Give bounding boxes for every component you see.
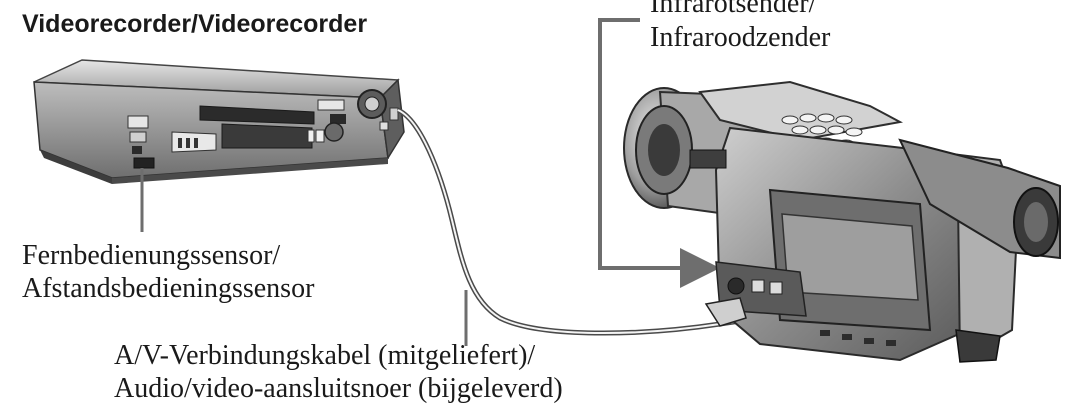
infrared-label-de: Infrarotsender/ xyxy=(650,0,817,19)
av-cable-label-de: A/V-Verbindungskabel (mitgeliefert)/ xyxy=(114,340,536,371)
diagram-title: Videorecorder/Videorecorder xyxy=(22,10,368,38)
av-cable-label-nl: Audio/video-aansluitsnoer (bijgeleverd) xyxy=(114,373,563,404)
infrared-label-nl: Infraroodzender xyxy=(650,22,831,53)
camcorder-device xyxy=(623,80,1061,363)
infrared-leader xyxy=(598,18,720,288)
remote-sensor-label-nl: Afstandsbedieningssensor xyxy=(22,273,315,304)
remote-sensor-label-de: Fernbedienungssensor/ xyxy=(22,240,281,271)
vcr-device xyxy=(33,59,405,184)
